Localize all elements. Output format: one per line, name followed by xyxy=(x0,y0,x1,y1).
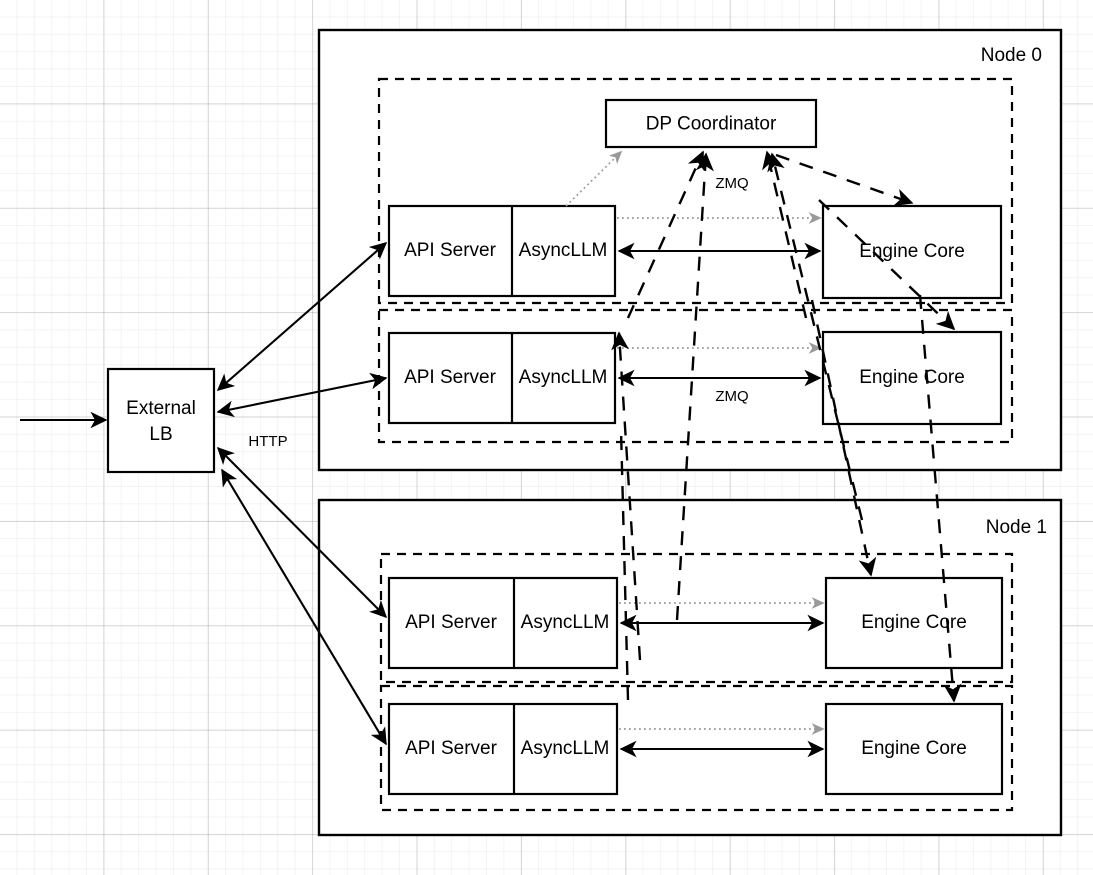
dp-coordinator-label: DP Coordinator xyxy=(646,114,777,135)
external-lb-box[interactable] xyxy=(106,367,216,474)
node-1-group-0-engine-core-box[interactable] xyxy=(824,576,1004,670)
lb-to-node-0-group-1-edge xyxy=(216,372,388,418)
node-1-group-0-engine-to-coordinator-edge xyxy=(675,152,714,621)
node-0-group-0-async-llm-label: AsyncLLM xyxy=(519,240,608,261)
node-1-group-0-server-box[interactable] xyxy=(387,576,619,670)
coordinator-to-node-0-group-1-engine-edge xyxy=(818,199,956,331)
node-1-crossing-dashed-segment xyxy=(619,429,630,701)
coordinator-to-node-1-group-0-engine-edge xyxy=(810,299,877,577)
node-0-group-1-engine-core-label: Engine Core xyxy=(859,367,965,388)
node-0-group-0-engine-to-coordinator-edge xyxy=(762,150,808,319)
node-0-group-1-engine-to-coordinator-edge xyxy=(626,150,705,319)
node-1-group-0-frame xyxy=(379,552,1014,684)
node-1-group-1-api-server-label: API Server xyxy=(405,738,498,759)
node-0-group-1-server-box[interactable] xyxy=(387,331,617,425)
zmq-label-0: ZMQ xyxy=(715,175,748,192)
lb-to-node-1-group-1-edge xyxy=(221,468,387,746)
node-1-group-1-frame xyxy=(379,684,1014,812)
node-1-group-1-engine-to-coordinator-crossing-edge xyxy=(611,331,642,661)
node-0-label: Node 0 xyxy=(981,45,1042,66)
node-1-group-0-api-server-label: API Server xyxy=(405,612,498,633)
node-1-group-1-server-box[interactable] xyxy=(387,702,619,796)
node-0-group-0-engine-core-box[interactable] xyxy=(821,204,1003,300)
node-1-group-0-async-llm-label: AsyncLLM xyxy=(521,612,610,633)
external-lb-label-line2: LB xyxy=(149,424,172,445)
dp-coordinator-box[interactable] xyxy=(604,98,818,149)
node-0-group-1-api-server-label: API Server xyxy=(404,367,497,388)
node-0-group-0-frame xyxy=(377,77,1014,305)
node-1-group-1-engine-core-box[interactable] xyxy=(824,702,1004,796)
node-0-group-1-engine-core-box[interactable] xyxy=(821,330,1003,426)
node-0-group-0-server-box[interactable] xyxy=(387,204,617,298)
node-0-group-0-api-server-label: API Server xyxy=(404,240,497,261)
lb-to-node-0-group-0-edge xyxy=(216,242,388,391)
external-lb-label-line1: External xyxy=(126,398,196,419)
node-1-group-0-engine-core-label: Engine Core xyxy=(861,612,967,633)
node-1-label: Node 1 xyxy=(986,517,1047,538)
node-1-group-1-engine-core-label: Engine Core xyxy=(861,738,967,759)
http-label: HTTP xyxy=(248,433,287,450)
coordinator-to-node-1-group-1-engine-edge xyxy=(918,294,962,703)
node-1-group-1-async-llm-label: AsyncLLM xyxy=(521,738,610,759)
node-0-group-0-engine-core-label: Engine Core xyxy=(859,241,965,262)
zmq-label-1: ZMQ xyxy=(715,388,748,405)
node-0-group-1-async-llm-label: AsyncLLM xyxy=(519,367,608,388)
